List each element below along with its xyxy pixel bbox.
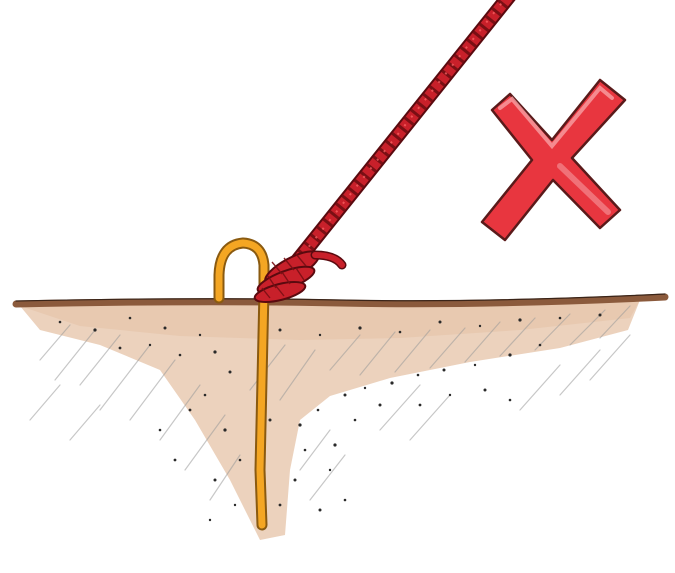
rope xyxy=(290,0,510,270)
cross-mark-icon xyxy=(482,80,625,240)
ground-line xyxy=(16,294,665,304)
soil-body xyxy=(20,300,640,540)
